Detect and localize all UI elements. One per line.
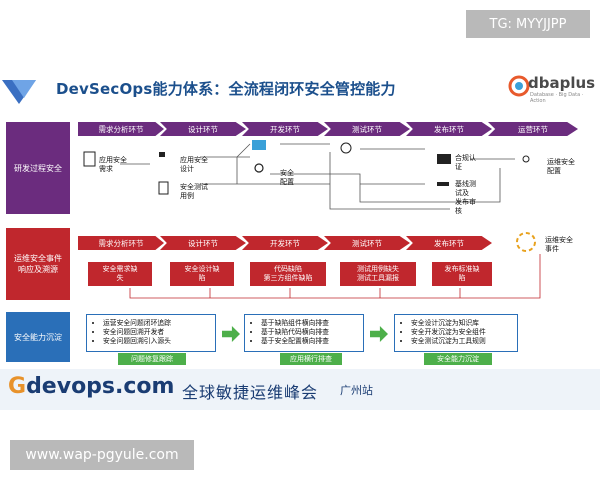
dev-phase-6: 运营环节: [488, 122, 578, 136]
dev-phase-1: 需求分析环节: [78, 122, 164, 136]
footer-banner: [0, 369, 600, 410]
ops-phase-5: 发布环节: [406, 236, 492, 250]
sink-group-2: 基于缺陷组件横向排查 基于缺陷代码横向排查 基于安全配置横向排查: [244, 314, 364, 352]
dev-phase-4: 测试环节: [324, 122, 410, 136]
ops-phase-2: 设计环节: [160, 236, 246, 250]
dev-item-release2: 基线测 试及 发布审 核: [455, 180, 476, 215]
banner-city: 广州站: [340, 384, 373, 397]
watermark-bottom-left: www.wap-pgyule.com: [10, 440, 194, 470]
ops-item-4: 测试用例缺失 测试工具漏报: [340, 262, 416, 286]
row-label-dev: 研发过程安全: [6, 122, 70, 214]
magnifier-icon: [340, 142, 352, 154]
ops-item-3: 代码缺陷 第三方组件缺陷: [250, 262, 326, 286]
logo-triangle-inner-icon: [12, 80, 36, 98]
sink-group-3: 安全设计沉淀为知识库 安全开发沉淀为安全组件 安全测试沉淀为工具规则: [394, 314, 518, 352]
watermark-top-right: TG: MYYJJPP: [466, 10, 590, 38]
dev-item-ops: 运维安全 配置: [547, 158, 575, 175]
dev-item-design1: 应用安全 设计: [180, 156, 208, 173]
stack-layers-icon: [252, 140, 266, 150]
ops-gear-icon: [522, 155, 530, 163]
diagram-lines: [2, 75, 541, 299]
slide: DevSecOps能力体系：全流程闭环安全管控能力 dbaplus Databa…: [0, 64, 600, 410]
dbaplus-logo-icon: [508, 75, 530, 97]
dev-item-design2: 安全测试 用例: [180, 183, 208, 200]
row-label-sink: 安全能力沉淀: [6, 312, 70, 362]
ops-phase-4: 测试环节: [324, 236, 410, 250]
sink-group-1: 运营安全问题闭环追踪 安全问题回溯开发者 安全问题回溯引入源头: [86, 314, 216, 352]
dev-item-release1: 合规认 证: [455, 154, 476, 171]
bank-icon: [437, 154, 451, 164]
ops-event-label: 运维安全 事件: [545, 236, 573, 253]
ops-item-1: 安全需求缺 失: [88, 262, 152, 286]
dev-phase-3: 开发环节: [242, 122, 328, 136]
ops-item-5: 发布标准缺 陷: [432, 262, 492, 286]
dbaplus-logo-text: dbaplus: [528, 74, 596, 92]
gavel-icon: [437, 182, 449, 186]
ops-phase-3: 开发环节: [242, 236, 328, 250]
row-label-ops: 运维安全事件 响应及溯源: [6, 228, 70, 300]
gear-icon: [254, 163, 264, 173]
banner-slogan: 全球敏捷运维峰会: [182, 383, 319, 402]
sink-group-1-label: 问题修复跟踪: [118, 353, 186, 365]
document-icon: [83, 151, 96, 167]
dev-item-req: 应用安全 需求: [99, 156, 127, 173]
checklist-icon: [158, 181, 169, 195]
ops-phase-1: 需求分析环节: [78, 236, 164, 250]
slide-title: DevSecOps能力体系：全流程闭环安全管控能力: [56, 80, 396, 98]
dev-item-dev: 安全 配置: [280, 169, 294, 186]
dev-phase-5: 发布环节: [406, 122, 492, 136]
sink-group-3-label: 安全能力沉淀: [424, 353, 492, 365]
security-event-icon: [516, 232, 536, 252]
ops-item-2: 安全设计缺 陷: [170, 262, 234, 286]
gdevops-logo: Gdevops.com: [8, 374, 175, 399]
dev-phase-2: 设计环节: [160, 122, 246, 136]
sink-group-2-label: 应用横行排查: [280, 353, 342, 365]
dbaplus-logo-tagline: Database · Big Data · Action: [530, 92, 584, 104]
hierarchy-icon: [159, 152, 165, 157]
